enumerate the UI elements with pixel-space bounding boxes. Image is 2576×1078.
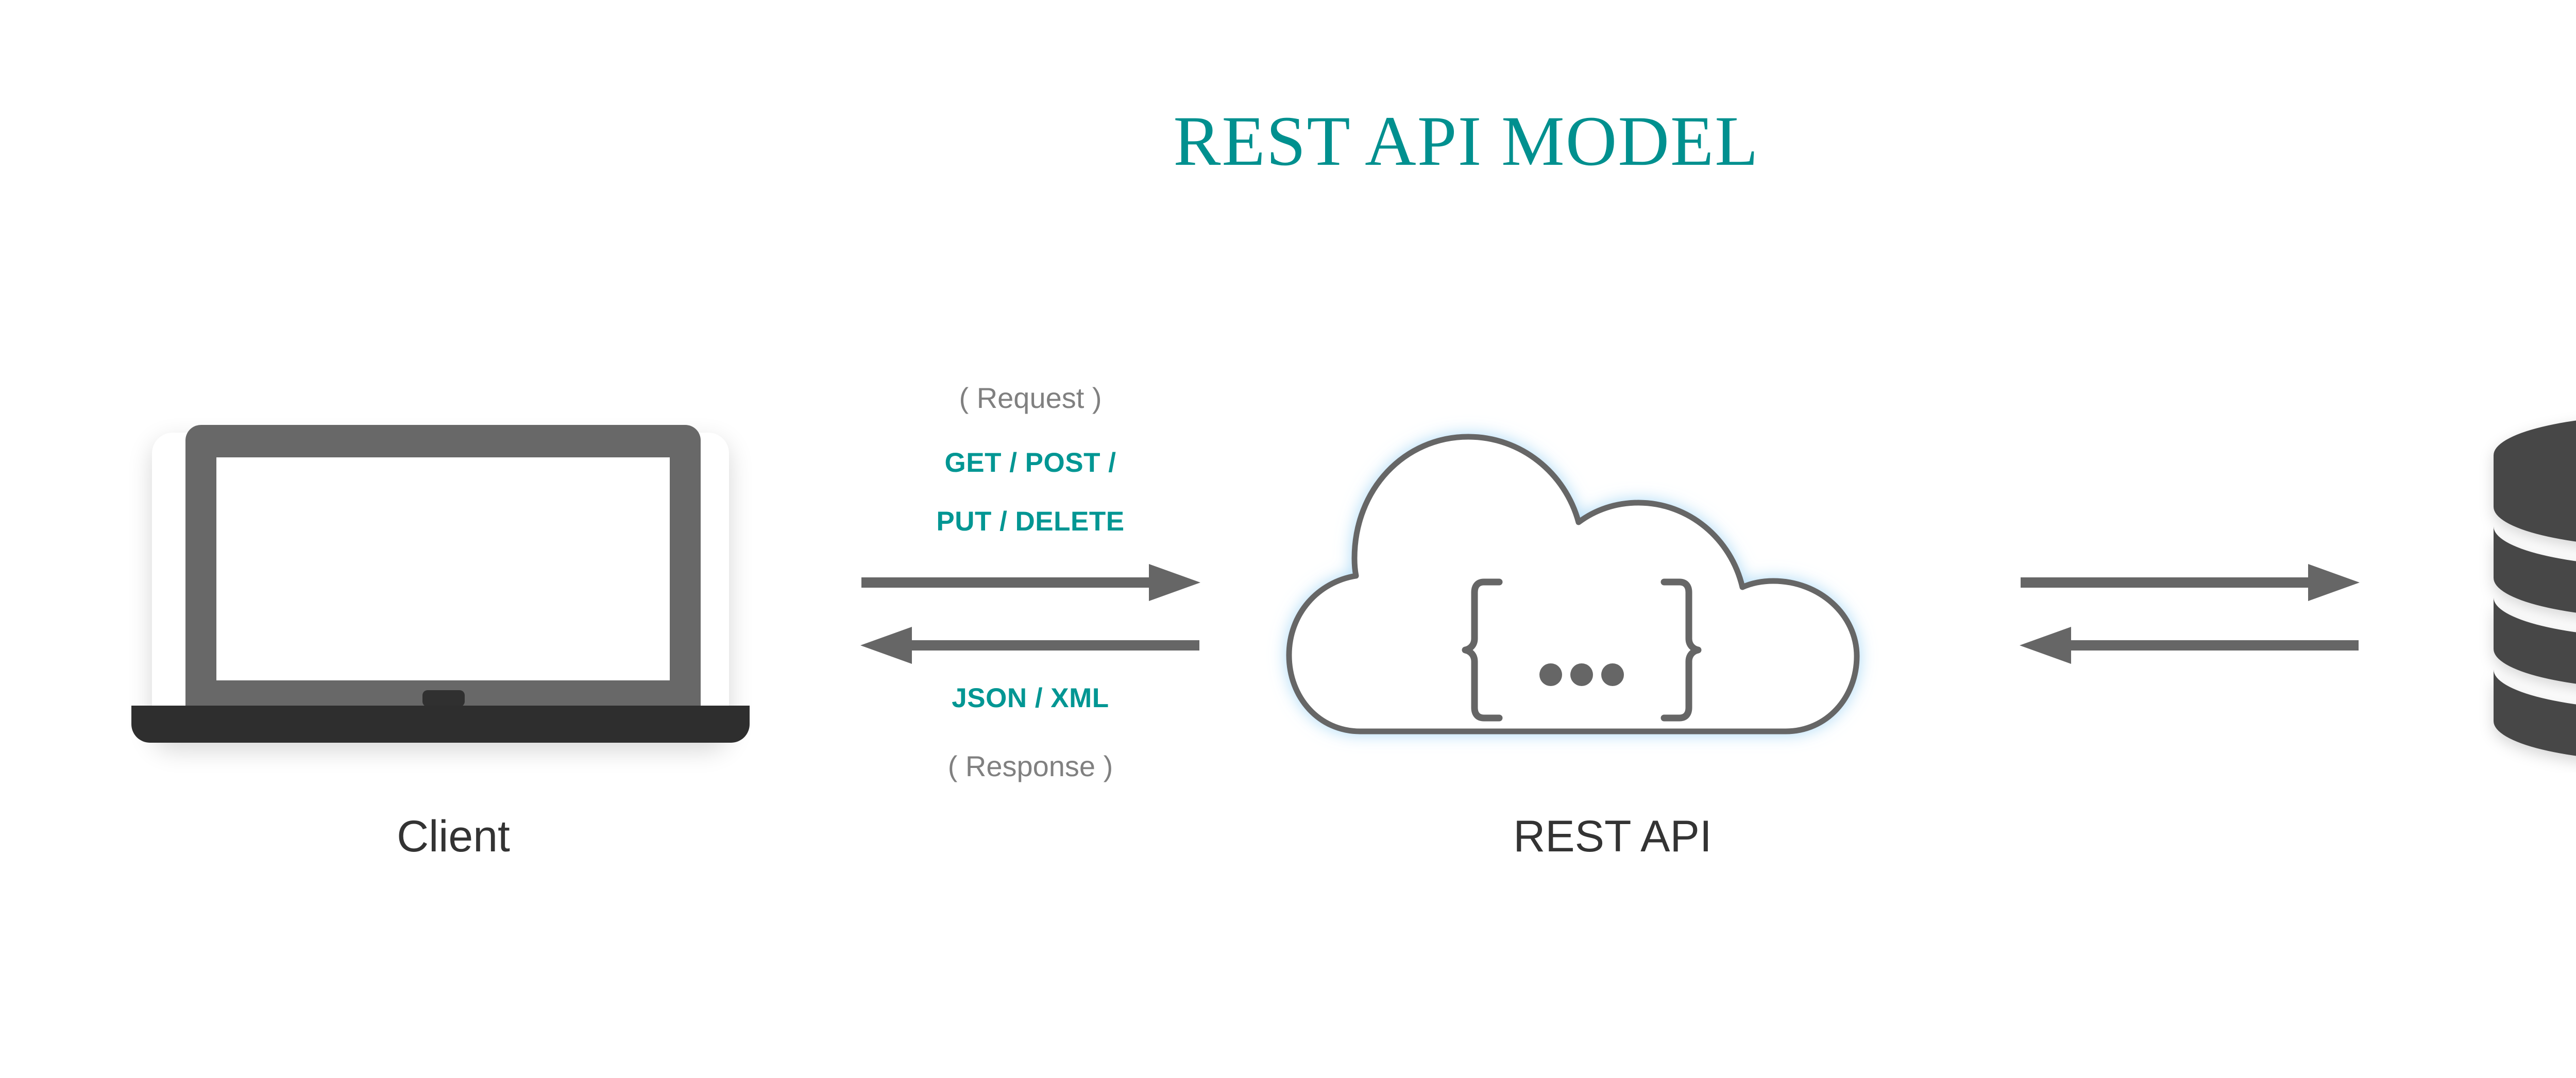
- flow-label-request-methods-line1: GET / POST /: [944, 448, 1116, 478]
- cloud-braces-icon: [1257, 381, 1947, 773]
- page-title: REST API MODEL: [1173, 101, 1759, 180]
- laptop-icon: [131, 412, 750, 757]
- ellipsis-dot-3: [1601, 663, 1624, 686]
- close-brace-icon: [1660, 578, 1702, 722]
- database-stack: [2494, 420, 2576, 756]
- flow-label-request-caption: ( Request ): [959, 382, 1102, 414]
- node-label-client: Client: [397, 812, 510, 861]
- laptop-notch-icon: [422, 690, 465, 707]
- flow-label-response-formats: JSON / XML: [952, 683, 1109, 713]
- database-cylinder-icon: [2478, 391, 2576, 773]
- flow-label-request-methods-line2: PUT / DELETE: [936, 506, 1125, 537]
- arrows-api-database: [2009, 559, 2370, 682]
- arrow-client-to-api: [861, 564, 1200, 601]
- laptop-screen: [216, 457, 670, 680]
- laptop-base: [131, 706, 750, 743]
- node-label-rest-api: REST API: [1513, 812, 1712, 861]
- open-brace-icon: [1462, 578, 1503, 722]
- node-label-database: Database: [2514, 806, 2576, 857]
- ellipsis-dot-1: [1539, 663, 1562, 686]
- arrow-api-to-client: [860, 627, 1199, 664]
- cloud-shape: [1286, 434, 1860, 734]
- arrows-client-api: [850, 559, 1211, 682]
- arrow-api-to-database: [2021, 564, 2360, 601]
- arrow-database-to-api: [2020, 627, 2359, 664]
- flow-label-response-caption: ( Response ): [947, 750, 1113, 782]
- ellipsis-dot-2: [1570, 663, 1593, 686]
